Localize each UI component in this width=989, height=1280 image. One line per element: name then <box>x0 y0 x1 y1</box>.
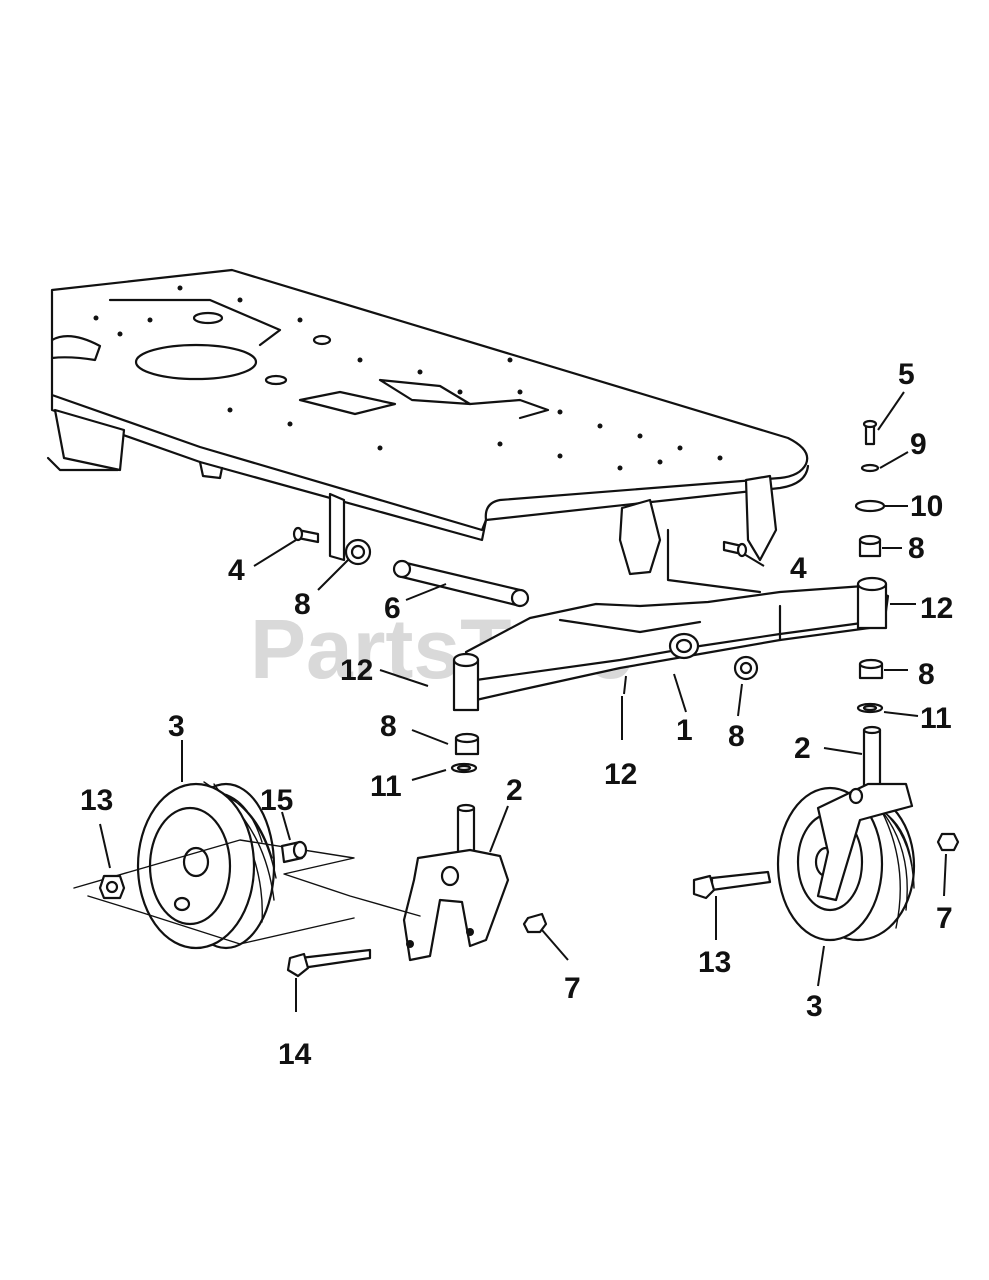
left-wheel-axis-lines <box>73 839 421 945</box>
frame-hanger-left <box>328 492 346 562</box>
callout-8-right-lower: 8 <box>918 658 935 691</box>
callout-13-left: 13 <box>80 784 113 817</box>
callout-8-left-lower: 8 <box>380 710 397 743</box>
nut-7-right <box>936 832 960 852</box>
callout-8-bracket: 8 <box>294 588 311 621</box>
callout-1: 1 <box>676 714 693 747</box>
callout-11-left: 11 <box>370 770 402 803</box>
snap-ring-11-right <box>856 702 884 714</box>
callout-10: 10 <box>910 490 943 523</box>
callout-6: 6 <box>384 592 401 625</box>
left-spindle <box>402 803 510 962</box>
callout-7-right: 7 <box>936 902 953 935</box>
bolt-13-right <box>692 870 772 900</box>
callout-8-right-upper: 8 <box>908 532 925 565</box>
pivot-rod <box>392 559 530 608</box>
bolt-14 <box>286 948 372 978</box>
frame-right-bracket <box>744 474 778 562</box>
callout-15: 15 <box>260 784 293 817</box>
callout-4-left: 4 <box>228 554 245 587</box>
callout-12-right: 12 <box>920 592 953 625</box>
bushing-15 <box>280 840 308 864</box>
axle-pivot-boss <box>668 632 700 660</box>
frame-opening-large <box>134 343 258 381</box>
bolt-4-right <box>722 540 748 558</box>
bushing-8-left <box>344 538 372 566</box>
washer-9 <box>860 463 880 473</box>
right-spindle <box>862 725 882 794</box>
callout-11-right: 11 <box>920 702 952 735</box>
front-axle <box>452 576 890 712</box>
callout-9: 9 <box>910 428 927 461</box>
nut-7-left <box>522 912 548 934</box>
callout-5: 5 <box>898 358 915 391</box>
callout-13-right: 13 <box>698 946 731 979</box>
left-spindle-stack <box>450 732 480 774</box>
callout-labels: 1 2 2 3 3 4 4 5 6 7 7 8 8 8 8 8 9 10 11 … <box>80 358 953 1071</box>
callout-12-left: 12 <box>340 654 373 687</box>
bushing-8-axle <box>733 655 759 681</box>
frame-hanger-right <box>618 498 662 576</box>
frame-rivets <box>93 285 723 471</box>
frame-left-support <box>53 408 126 472</box>
axle-left-spindle-tube <box>452 658 480 712</box>
right-fork <box>816 782 914 902</box>
callout-14: 14 <box>278 1038 312 1071</box>
right-wheel <box>776 782 916 942</box>
callout-3-right: 3 <box>806 990 823 1023</box>
callout-2-right: 2 <box>794 732 811 765</box>
frame-top-plate <box>50 268 809 532</box>
callout-4-right: 4 <box>790 552 807 585</box>
leader-lines <box>99 391 947 1012</box>
left-wheel <box>136 781 277 950</box>
right-spindle-stack <box>854 419 886 714</box>
callout-3-left: 3 <box>168 710 185 743</box>
frame-front-edge <box>484 464 810 522</box>
nut-13-left <box>98 874 126 900</box>
tractor-frame <box>46 268 810 594</box>
callout-2-left: 2 <box>506 774 523 807</box>
callout-8-axle: 8 <box>728 720 745 753</box>
bolt-4-left <box>292 526 320 544</box>
callout-7-left: 7 <box>564 972 581 1005</box>
snap-ring-11-left <box>450 762 478 774</box>
callout-12-axle: 12 <box>604 758 637 791</box>
washer-10 <box>854 499 886 513</box>
left-fork <box>402 848 510 962</box>
